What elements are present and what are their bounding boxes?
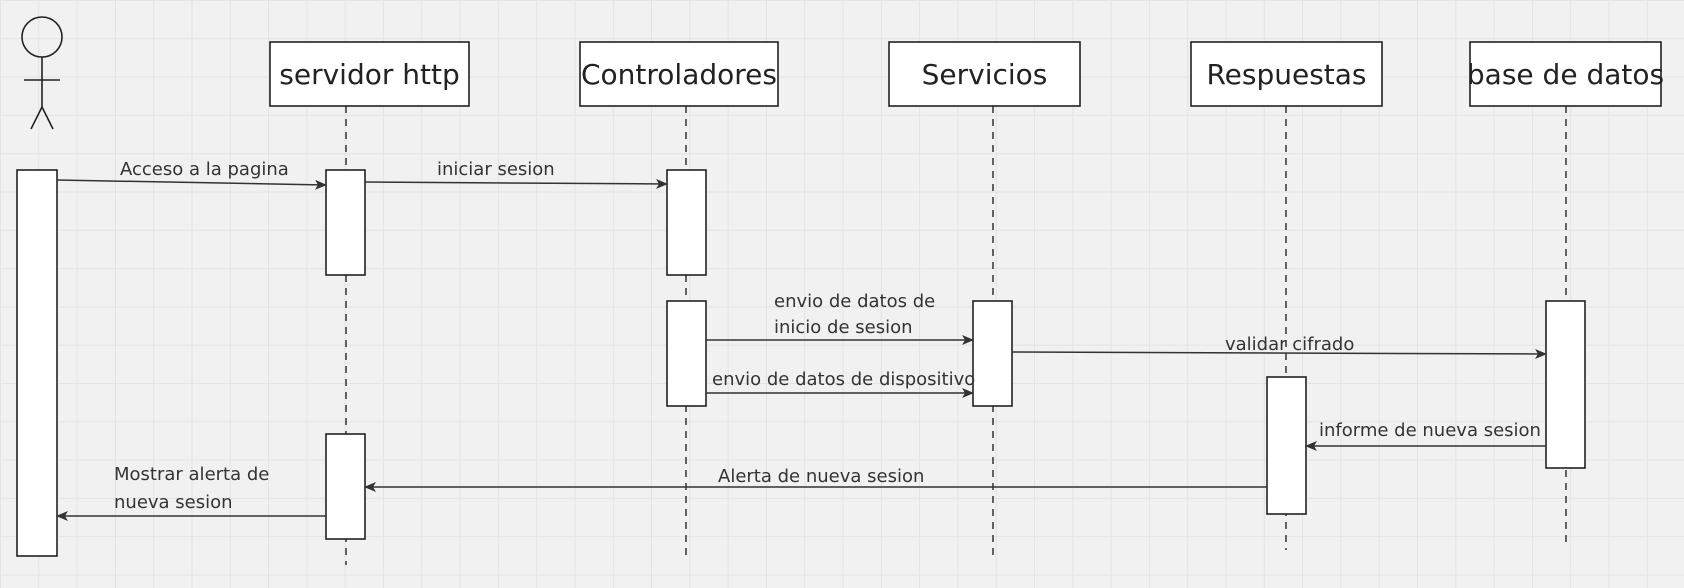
- participant-title: servidor http: [279, 58, 459, 91]
- activation-controladores-2: [666, 300, 707, 407]
- activation-bars: [16, 169, 1586, 557]
- message-informe-nueva-sesion: informe de nueva sesion: [1305, 420, 1546, 451]
- participant-title: Controladores: [581, 58, 777, 91]
- participant-box: [269, 41, 470, 107]
- message-label: iniciar sesion: [437, 159, 555, 180]
- message-acceso-a-la-pagina: Acceso a la pagina: [56, 159, 327, 190]
- message-label-line-2: inicio de sesion: [774, 317, 913, 338]
- activation-base-de-datos: [1545, 300, 1586, 469]
- activation-actor: [16, 169, 58, 557]
- participant-box: [1190, 41, 1383, 107]
- participant-title: Respuestas: [1206, 58, 1366, 91]
- actor-head: [21, 16, 63, 58]
- message-alerta-nueva-sesion: Alerta de nueva sesion: [364, 466, 1267, 492]
- participant-box: [579, 41, 779, 107]
- message-arrow: [364, 178, 668, 189]
- actor-left-leg: [30, 106, 43, 130]
- message-label: envio de datos de dispositivo: [712, 369, 975, 390]
- message-label-line-1: envio de datos de: [774, 291, 935, 312]
- participant-servicios: Servicios: [888, 41, 1081, 107]
- participant-box: [888, 41, 1081, 107]
- activation-servicios: [972, 300, 1013, 407]
- message-label-line-2: nueva sesion: [114, 492, 233, 513]
- activation-servidor-http-2: [325, 433, 366, 540]
- actor-right-leg: [41, 106, 54, 130]
- message-iniciar-sesion: iniciar sesion: [364, 159, 668, 189]
- participant-controladores: Controladores: [579, 41, 779, 107]
- participant-title: base de datos: [1467, 58, 1664, 91]
- message-label: informe de nueva sesion: [1319, 420, 1541, 441]
- message-arrow: [56, 179, 327, 190]
- activation-respuestas: [1266, 376, 1307, 515]
- message-envio-datos-inicio-sesion: envio de datos de inicio de sesion: [706, 291, 974, 345]
- actor-figure: [21, 16, 63, 130]
- message-arrow: [1011, 348, 1547, 359]
- message-label: Acceso a la pagina: [120, 159, 289, 180]
- message-validar-cifrado: validar cifrado: [1011, 334, 1547, 359]
- activation-servidor-http-1: [325, 169, 366, 276]
- participant-servidor-http: servidor http: [269, 41, 470, 107]
- message-envio-datos-dispositivo: envio de datos de dispositivo: [706, 369, 975, 398]
- participant-title: Servicios: [922, 58, 1048, 91]
- message-mostrar-alerta: Mostrar alerta de nueva sesion: [56, 464, 326, 521]
- activation-controladores-1: [666, 169, 707, 276]
- message-label-line-1: Mostrar alerta de: [114, 464, 269, 485]
- message-label: Alerta de nueva sesion: [718, 466, 924, 487]
- participant-base-de-datos: base de datos: [1467, 41, 1664, 107]
- message-label: validar cifrado: [1225, 334, 1354, 355]
- participant-respuestas: Respuestas: [1190, 41, 1383, 107]
- participant-box: [1469, 41, 1662, 107]
